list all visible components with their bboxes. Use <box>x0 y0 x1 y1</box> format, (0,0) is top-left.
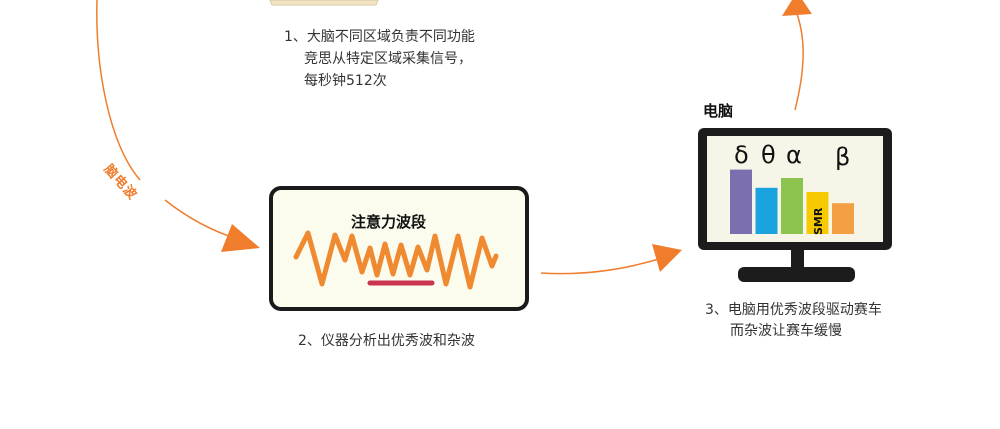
computer-label: 电脑 <box>703 102 734 120</box>
greek-delta: δ <box>734 141 749 169</box>
step3-line2: 而杂波让赛车缓慢 <box>730 323 842 339</box>
greek-beta: β <box>835 143 851 171</box>
arrow-head-icon <box>221 224 260 252</box>
arc-line-upper <box>96 0 141 181</box>
step1-line3: 每秒钟512次 <box>304 73 387 89</box>
smr-label: SMR <box>812 207 825 235</box>
step1-line2: 竞思从特定区域采集信号， <box>304 51 472 67</box>
arrow-head-icon <box>782 0 812 16</box>
bar-smr <box>806 192 829 234</box>
wave-box-title: 注意力波段 <box>351 213 427 231</box>
greek-theta: θ <box>761 141 776 169</box>
bar-theta <box>755 187 778 234</box>
greek-alpha: α <box>786 141 802 169</box>
step3-line1: 3、电脑用优秀波段驱动赛车 <box>705 302 882 318</box>
step1-line1: 1、大脑不同区域负责不同功能 <box>284 29 475 45</box>
bar-delta <box>730 169 752 234</box>
step2-line1: 2、仪器分析出优秀波和杂波 <box>298 333 475 349</box>
monitor-neck <box>791 250 804 268</box>
top-card-edge <box>269 0 379 6</box>
brainwave-line <box>293 230 499 290</box>
bar-beta <box>832 203 854 234</box>
arrow-line-middle <box>540 257 663 275</box>
arrow-line-up <box>794 13 804 111</box>
bar-alpha <box>781 178 803 234</box>
arrow-head-icon <box>652 244 682 272</box>
monitor-base <box>738 267 855 282</box>
